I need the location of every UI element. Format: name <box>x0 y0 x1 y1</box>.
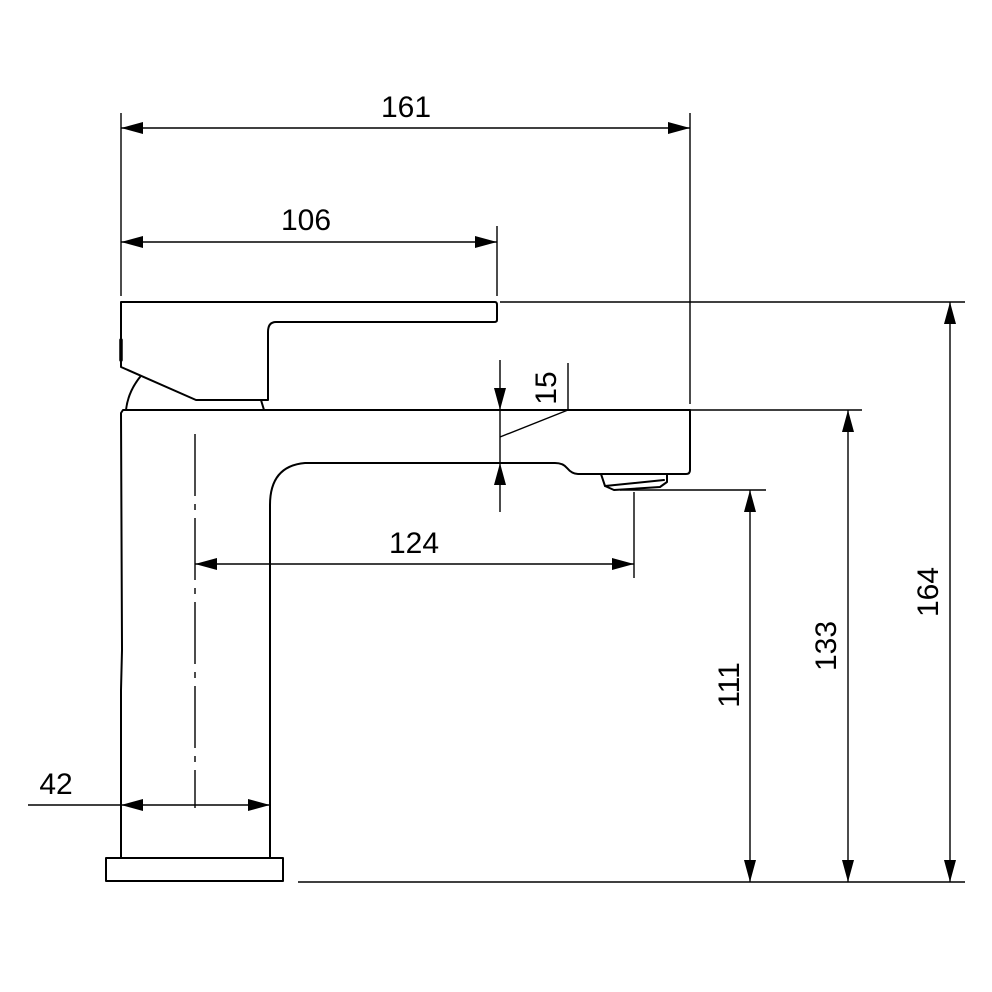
label-15: 15 <box>530 371 563 404</box>
tap-body <box>120 409 691 859</box>
aerator-line <box>604 479 665 487</box>
label-133: 133 <box>810 621 843 671</box>
label-106: 106 <box>281 204 331 237</box>
handle-lever <box>120 301 498 401</box>
dimension-body-diameter: 42 <box>28 768 270 811</box>
dimension-outlet-height: 111 <box>713 490 756 882</box>
label-42: 42 <box>39 768 72 801</box>
dimension-spout-thickness: 15 <box>494 360 563 512</box>
dimension-overall-length: 161 <box>121 91 690 134</box>
dimension-handle-length: 106 <box>121 204 497 248</box>
dimension-spout-top-height: 133 <box>810 410 854 882</box>
label-161: 161 <box>381 91 431 124</box>
extension-lines <box>120 113 965 883</box>
base-plate <box>105 857 284 882</box>
cartridge-edge <box>260 399 265 411</box>
dimension-overall-height: 164 <box>912 302 956 882</box>
cartridge-arc <box>125 376 141 411</box>
label-124: 124 <box>389 527 439 560</box>
tap-outline <box>105 301 691 882</box>
dimension-spout-reach: 124 <box>195 527 634 570</box>
label-164: 164 <box>912 567 945 617</box>
aerator-outlet <box>600 473 668 491</box>
label-111: 111 <box>713 662 746 708</box>
